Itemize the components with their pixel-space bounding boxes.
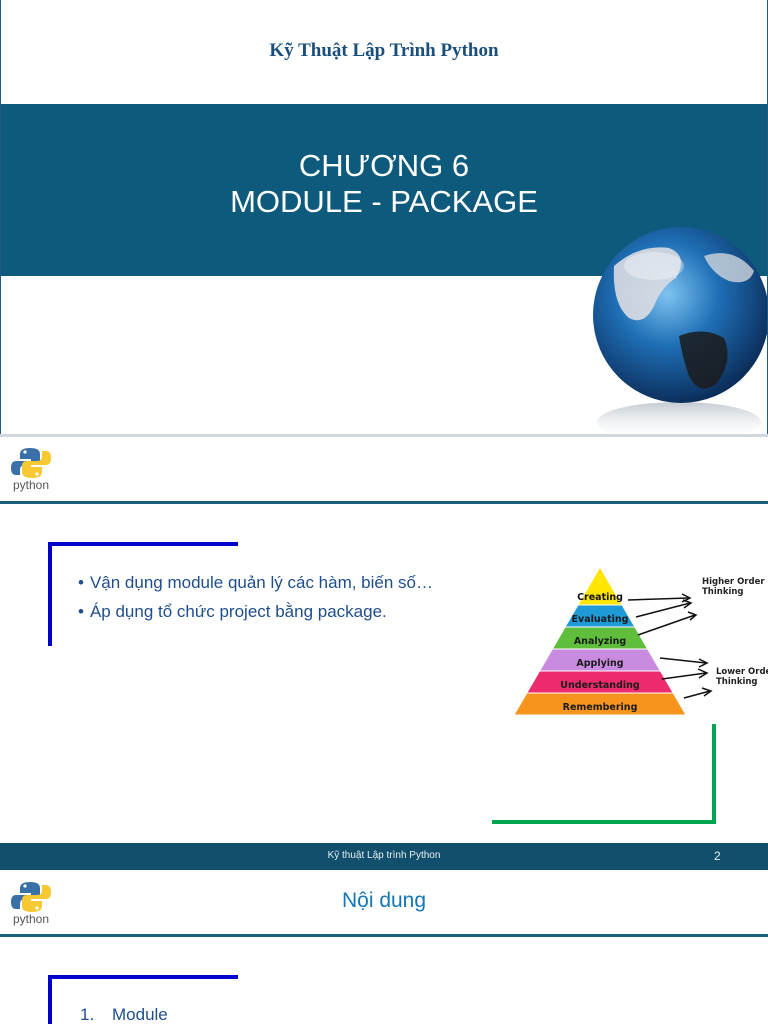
toc-item-1: 1. Module (80, 1005, 168, 1024)
chapter-title-line2: MODULE - PACKAGE (230, 184, 538, 219)
chapter-title: CHƯƠNG 6 MODULE - PACKAGE (1, 148, 767, 220)
toc-item-number: 1. (80, 1005, 95, 1024)
pyramid-label-analyzing: Analyzing (574, 636, 626, 647)
contents-title: Nội dung (341, 889, 427, 912)
course-header: Kỹ Thuật Lập Trình Python (269, 40, 499, 61)
page-number: 2 (714, 849, 721, 863)
slide-divider (0, 434, 768, 437)
header-rule (0, 501, 768, 504)
contents-slide: python Nội dung 1. Module (0, 871, 768, 1024)
pyramid-arrows (627, 593, 713, 699)
header-rule (0, 934, 768, 937)
objectives-slide: python •Vận dụng module quản lý các hàm,… (0, 437, 768, 870)
globe-image (584, 226, 767, 434)
objective-bullet-2: •Áp dụng tổ chức project bằng package. (78, 602, 387, 621)
blooms-pyramid-chart: CreatingEvaluatingAnalyzingApplyingUnder… (513, 566, 768, 716)
blue-bracket-top (48, 542, 238, 546)
slide-footer: Kỹ thuật Lập trình Python 2 (0, 843, 768, 870)
lower-order-label-2: Thinking (716, 677, 758, 687)
pyramid-label-evaluating: Evaluating (572, 614, 629, 625)
pyramid-label-creating: Creating (577, 592, 623, 603)
title-slide: Kỹ Thuật Lập Trình Python CHƯƠNG 6 MODUL… (0, 0, 768, 434)
blue-bracket-top (48, 975, 238, 979)
green-bracket-bottom (492, 820, 716, 824)
objective-bullet-1: •Vận dụng module quản lý các hàm, biến s… (78, 573, 433, 592)
pyramid-label-applying: Applying (576, 658, 623, 669)
lower-order-label-1: Lower Order (716, 667, 768, 677)
blue-bracket-left (48, 542, 52, 646)
green-bracket-right (712, 724, 716, 824)
footer-text: Kỹ thuật Lập trình Python (327, 850, 441, 861)
higher-order-label-1: Higher Order (702, 577, 765, 587)
python-logo: python (6, 445, 56, 493)
pyramid-level-remembering (513, 692, 687, 716)
python-snake-icon (11, 882, 51, 912)
python-logo-text: python (12, 912, 50, 926)
chapter-title-line1: CHƯƠNG 6 (298, 148, 470, 183)
python-logo-text: python (12, 478, 50, 492)
python-logo: python (6, 879, 56, 927)
pyramid-label-remembering: Remembering (563, 702, 638, 713)
pyramid-label-understanding: Understanding (560, 680, 639, 691)
python-snake-icon (11, 448, 51, 478)
blue-bracket-left (48, 975, 52, 1024)
higher-order-label-2: Thinking (702, 587, 744, 597)
toc-item-label: Module (112, 1005, 168, 1024)
